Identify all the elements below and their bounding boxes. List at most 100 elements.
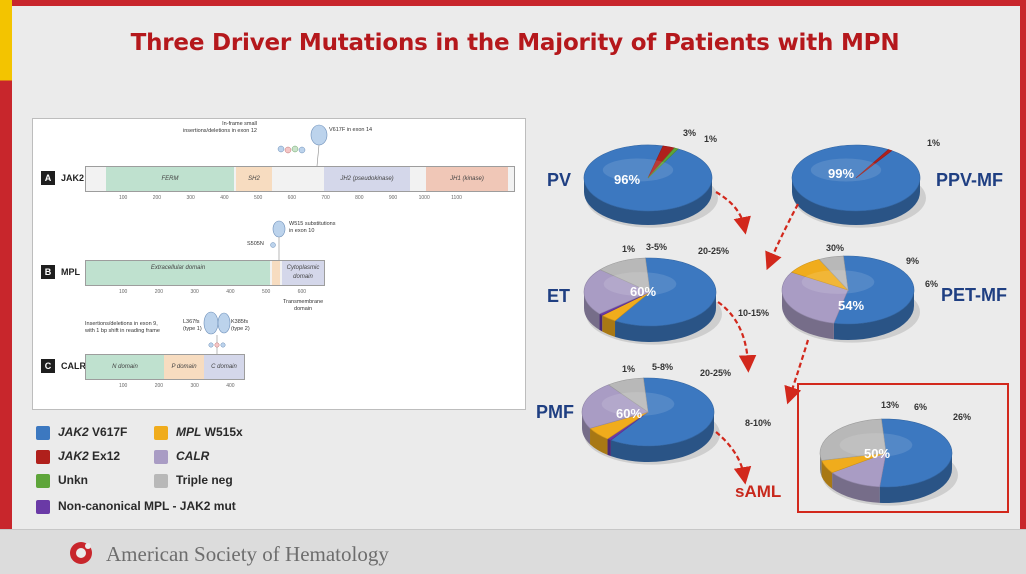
mpl-protein-bar: Extracellular domain Cytoplasmic domain bbox=[85, 260, 325, 286]
pie-slice-label: 9% bbox=[906, 256, 919, 266]
tick: 200 bbox=[154, 289, 164, 295]
legend-label-rest: Non-canonical MPL - JAK2 mut bbox=[58, 499, 236, 513]
tick: 600 bbox=[297, 289, 307, 295]
tick: 700 bbox=[321, 195, 330, 201]
tick: 400 bbox=[226, 383, 235, 389]
pie-slice bbox=[855, 149, 893, 179]
tick: 800 bbox=[355, 195, 364, 201]
tick: 600 bbox=[287, 195, 297, 201]
pie-slice-label: 6% bbox=[925, 279, 938, 289]
tick: 900 bbox=[388, 195, 398, 201]
tick: 300 bbox=[190, 289, 199, 295]
pie-slice-label: 8-10% bbox=[745, 418, 771, 428]
pie-slice-label: 60% bbox=[630, 284, 656, 299]
pie-slice bbox=[581, 384, 649, 429]
pie-slice bbox=[583, 269, 651, 315]
legend-label: Unkn bbox=[58, 473, 88, 487]
jak2-exon12-annotation: In-frame small insertions/deletions in e… bbox=[183, 121, 257, 134]
pie-slice-label: 20-25% bbox=[700, 368, 731, 378]
pie-side-wall bbox=[782, 290, 834, 340]
tick: 1100 bbox=[451, 195, 462, 201]
pie-side-wall bbox=[607, 438, 611, 457]
pie-slice-label: 1% bbox=[927, 138, 940, 148]
legend-swatch bbox=[154, 450, 168, 464]
saml-highlight-box bbox=[797, 383, 1009, 513]
pie-pv: 96%3%1%PV bbox=[547, 128, 718, 228]
calr-domain-c: C domain bbox=[204, 355, 244, 379]
mpl-domain-extracellular: Extracellular domain bbox=[86, 261, 270, 285]
pie-highlight bbox=[810, 158, 882, 182]
pie-highlight bbox=[801, 270, 875, 294]
jak2-protein-bar: FERM SH2 JH2 (pseudokinase) JH1 (kinase) bbox=[85, 166, 515, 192]
legend-label: Triple neg bbox=[176, 473, 233, 487]
tick: 1000 bbox=[418, 195, 430, 201]
pie-slice-label: 5-8% bbox=[652, 362, 673, 372]
pie-side-wall bbox=[879, 453, 952, 503]
mpl-domain-transmembrane bbox=[272, 261, 280, 285]
pie-slice-label: 26% bbox=[953, 412, 971, 422]
legend-swatch bbox=[154, 474, 168, 488]
right-accent-bar bbox=[1020, 0, 1026, 574]
pie-slice bbox=[879, 418, 953, 488]
legend-label: JAK2 V617F bbox=[58, 425, 127, 439]
gene-label-mpl: MPL bbox=[61, 267, 80, 277]
pie-side-wall bbox=[792, 178, 920, 225]
pie-side-wall bbox=[610, 412, 714, 463]
pie-slice-label: 30% bbox=[826, 243, 844, 253]
mpl-transmembrane-annotation: Transmembrane domain bbox=[283, 299, 324, 312]
legend-label-italic: JAK2 bbox=[58, 449, 89, 463]
legend-label: CALR bbox=[176, 449, 209, 463]
pie-side-wall bbox=[582, 412, 591, 445]
jak2-mutation-markers bbox=[277, 124, 328, 167]
pie-side-wall bbox=[615, 292, 716, 342]
pie-slice-label: 96% bbox=[614, 172, 640, 187]
pie-slice bbox=[833, 255, 915, 325]
pie-highlight bbox=[603, 272, 677, 296]
legend-label-rest: Ex12 bbox=[88, 449, 121, 463]
progression-arrow bbox=[717, 301, 757, 373]
pie-slice-label: 20-25% bbox=[698, 246, 729, 256]
panel-letter-b: B bbox=[41, 265, 55, 279]
pie-side-wall bbox=[833, 290, 914, 340]
legend-swatch bbox=[36, 500, 50, 514]
calr-k385-annotation: K385fs (type 2) bbox=[231, 319, 250, 332]
legend-swatch bbox=[36, 426, 50, 440]
pie-saml: 50%13%6%26%sAML bbox=[735, 400, 971, 506]
legend-label: MPL W515x bbox=[176, 425, 243, 439]
jak2-domain-jh1: JH1 (kinase) bbox=[426, 167, 508, 191]
pie-side-wall bbox=[584, 178, 712, 225]
pie-slice-label: 6% bbox=[914, 402, 927, 412]
pie-slice-label: 54% bbox=[838, 298, 864, 313]
pie-slice-label: 50% bbox=[864, 446, 890, 461]
pie-slice-label: 1% bbox=[622, 244, 635, 254]
pie-side-wall bbox=[832, 472, 880, 503]
pie-slice bbox=[831, 452, 887, 488]
pie-slice-label: 1% bbox=[622, 364, 635, 374]
pie-slice bbox=[610, 377, 715, 447]
pie-pet-mf: 54%30%9%6%PET-MF bbox=[781, 243, 1007, 343]
jak2-domain-ferm: FERM bbox=[106, 167, 234, 191]
pie-slice-label: 99% bbox=[828, 166, 854, 181]
pie-side-wall bbox=[820, 453, 822, 477]
calr-domain-n: N domain bbox=[86, 355, 164, 379]
progression-arrow bbox=[715, 431, 752, 485]
calr-axis-ticks: 100 200 300 400 bbox=[119, 383, 235, 389]
tick: 100 bbox=[119, 289, 128, 295]
mpl-s505n-annotation: S505N bbox=[247, 241, 264, 247]
organization-name: American Society of Hematology bbox=[106, 542, 389, 566]
tick: 500 bbox=[253, 195, 263, 201]
progression-arrow bbox=[765, 203, 799, 271]
protein-domain-diagram: A JAK2 FERM SH2 JH2 (pseudokinase) JH1 (… bbox=[32, 118, 526, 410]
jak2-domain-sh2: SH2 bbox=[236, 167, 272, 191]
footer bbox=[0, 529, 1026, 574]
pie-slice bbox=[614, 257, 717, 327]
calr-protein-bar: N domain P domain C domain bbox=[85, 354, 245, 380]
legend-label-rest: Unkn bbox=[58, 473, 88, 487]
panel-letter-c: C bbox=[41, 359, 55, 373]
pie-title: PMF bbox=[536, 402, 574, 422]
pie-et: 60%3-5%1%20-25%10-15%ET bbox=[547, 242, 769, 345]
mpl-mutation-markers bbox=[270, 220, 286, 260]
progression-arrow bbox=[715, 191, 751, 235]
tick: 200 bbox=[152, 195, 162, 201]
